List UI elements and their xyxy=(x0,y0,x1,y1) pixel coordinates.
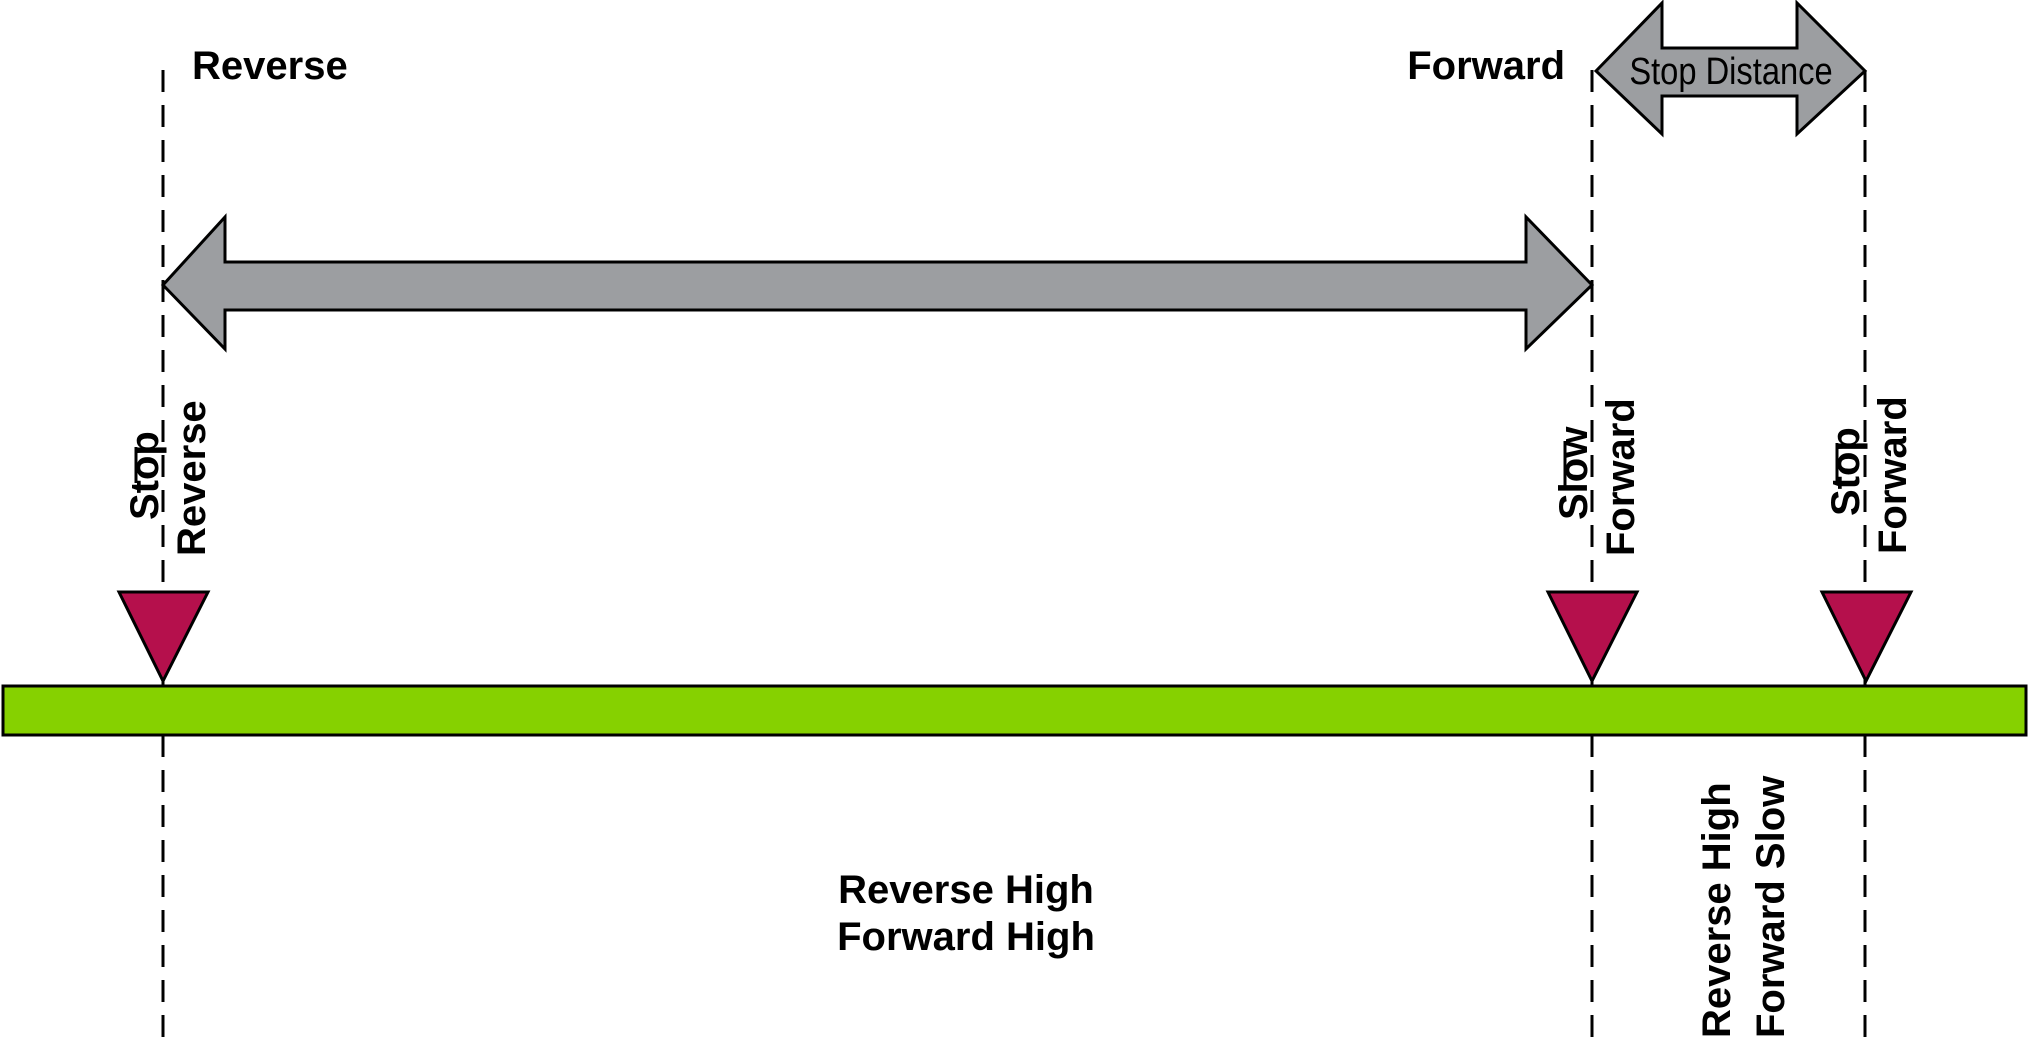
slow-forward-label-line1: Slow xyxy=(1552,426,1596,520)
zone-slow-speed-label-line1: Reverse High xyxy=(1695,782,1739,1038)
slow-forward-marker xyxy=(1545,590,1640,685)
zone-high-speed-label-line2: Forward High xyxy=(837,915,1095,959)
zone-slow-speed-label: Reverse High Forward Slow xyxy=(1695,775,1793,1038)
stop-forward-marker xyxy=(1819,590,1914,685)
forward-direction-label: Forward xyxy=(1407,44,1565,88)
slow-forward-label: Slow Forward xyxy=(1552,398,1643,556)
track-bar xyxy=(1,684,2028,737)
stop-distance-double-arrow xyxy=(1593,0,1868,138)
zone-slow-speed-label-line2: Forward Slow xyxy=(1749,775,1793,1038)
reverse-direction-label: Reverse xyxy=(192,44,348,88)
stop-distance-label: Stop Distance xyxy=(1629,50,1832,93)
stop-reverse-label-line2: Reverse xyxy=(170,400,214,556)
stop-forward-label-line1: Stop xyxy=(1824,427,1868,516)
slow-forward-label-line2: Forward xyxy=(1599,398,1643,556)
stop-forward-label-line2: Forward xyxy=(1871,396,1915,554)
stop-reverse-marker xyxy=(116,590,211,685)
stop-reverse-label-line1: Stop xyxy=(123,431,167,520)
zone-high-speed-label-line1: Reverse High xyxy=(838,868,1094,912)
stop-reverse-label: Stop Reverse xyxy=(123,400,214,556)
travel-range-double-arrow xyxy=(160,213,1595,353)
stop-forward-label: Stop Forward xyxy=(1824,396,1915,554)
